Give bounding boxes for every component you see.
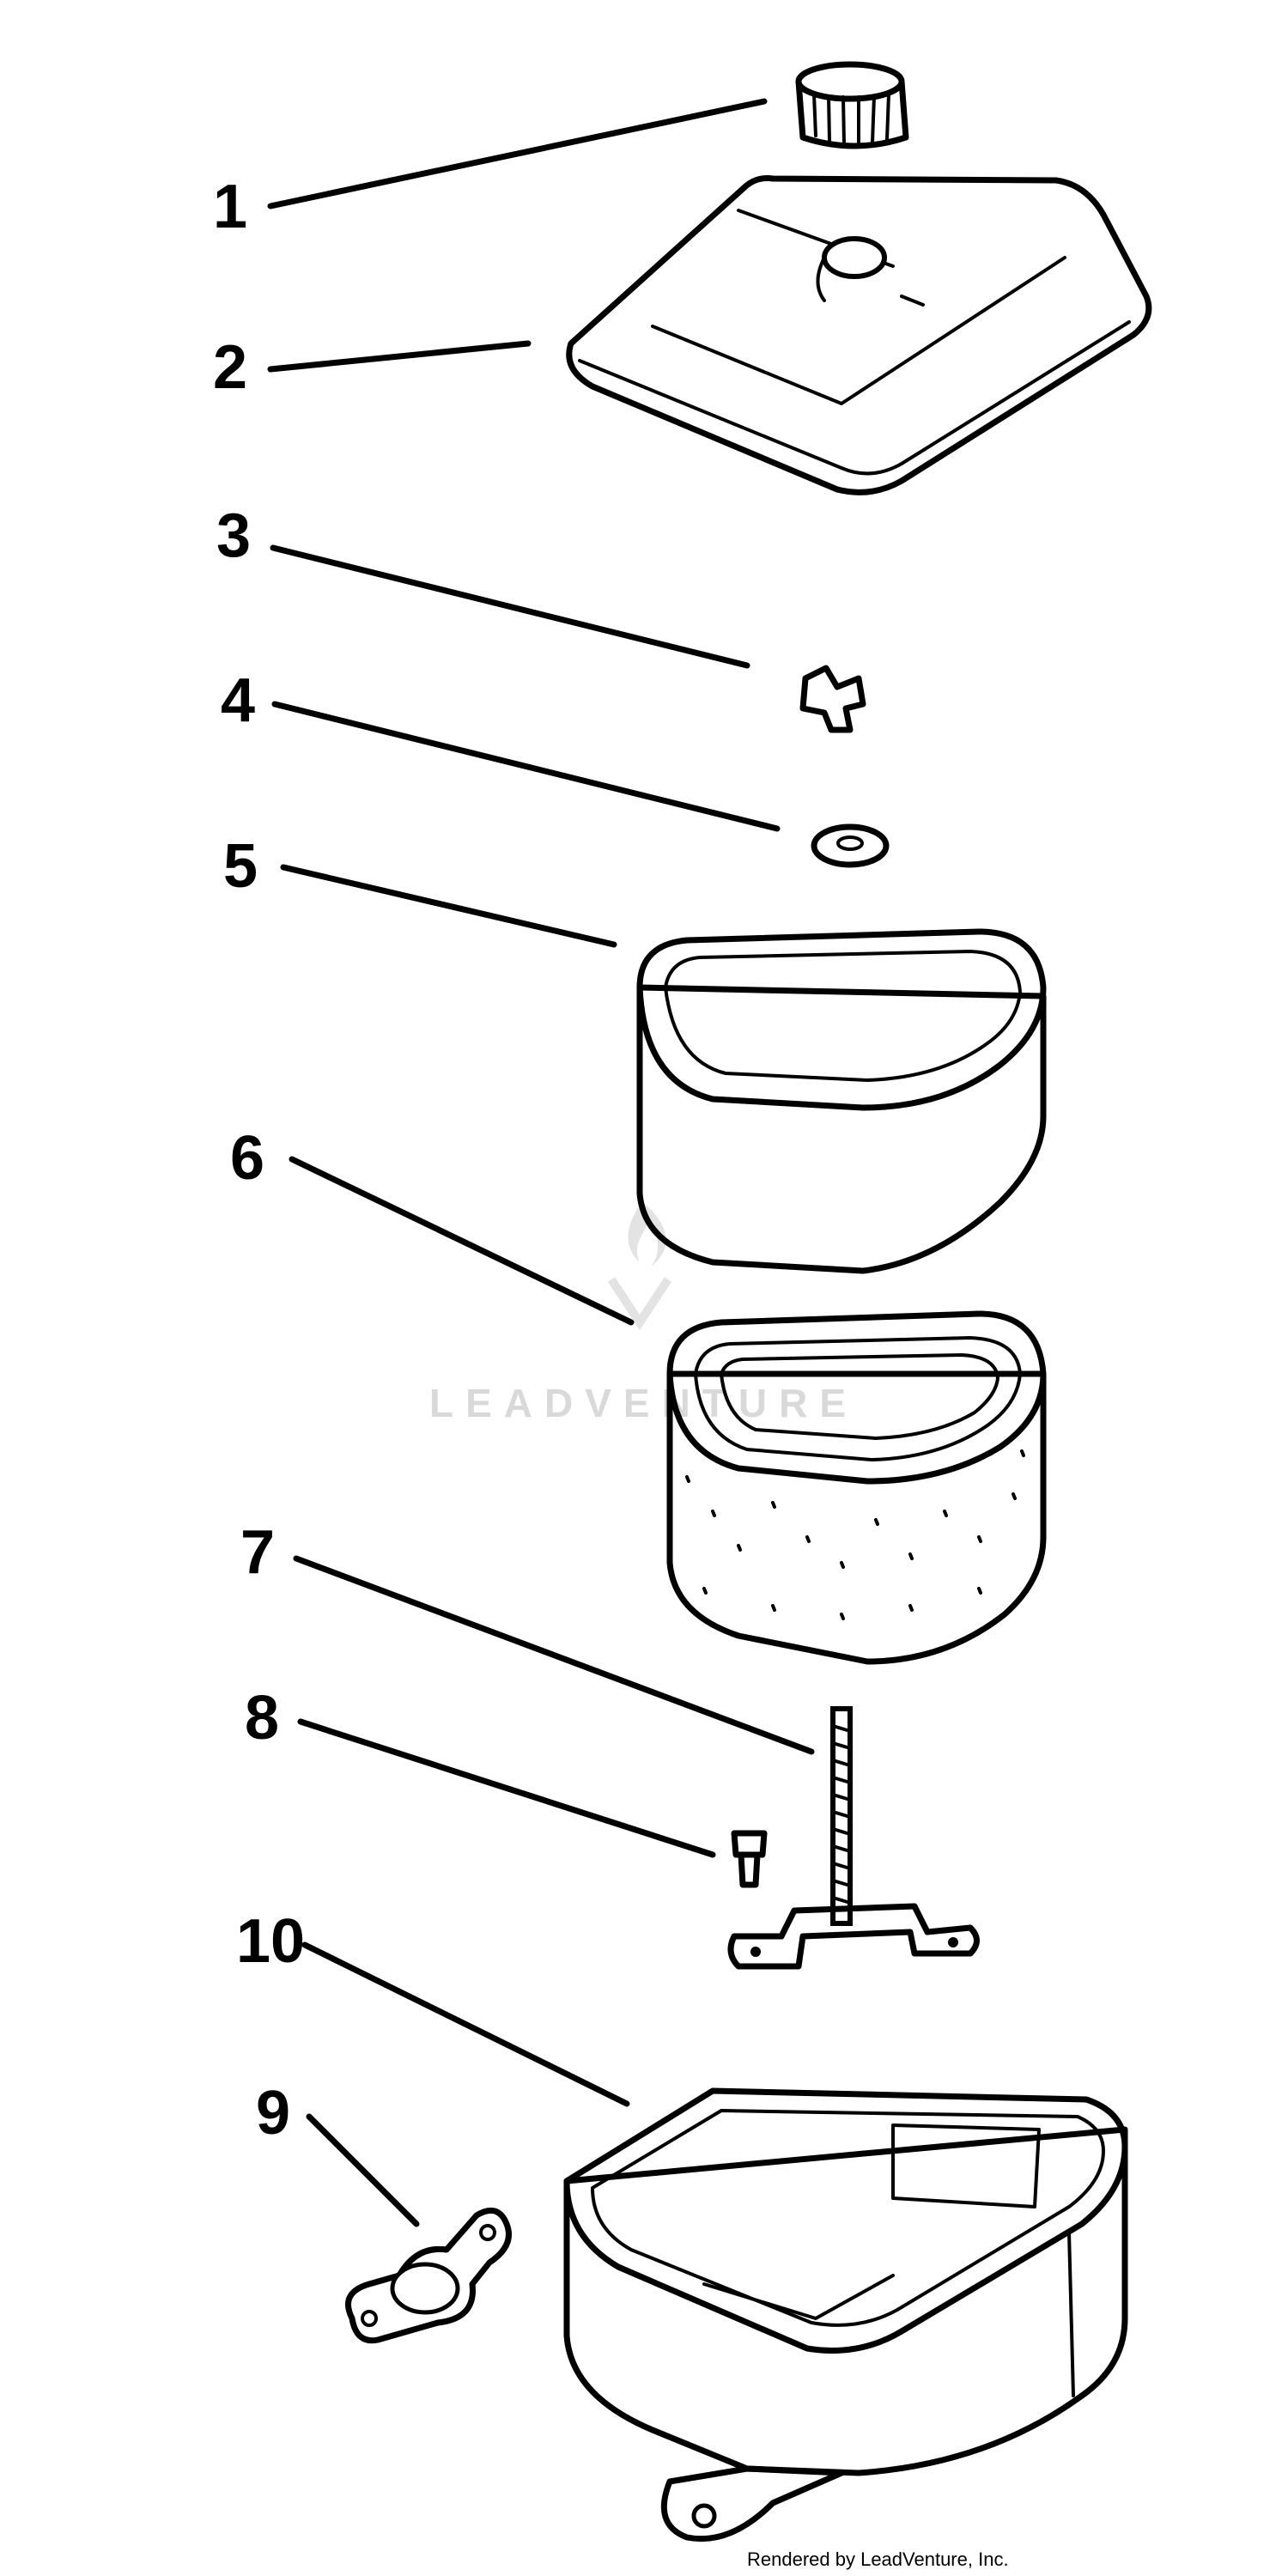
- credit-text: Rendered by LeadVenture, Inc.: [747, 2549, 1009, 2570]
- leader-5: [280, 864, 617, 948]
- part-9-gasket: [345, 2207, 512, 2344]
- part-3-wing-nut: [799, 665, 866, 733]
- callout-1: 1: [213, 173, 247, 241]
- leader-8: [297, 1718, 716, 1858]
- watermark-flame-icon: [628, 1202, 666, 1267]
- part-10-base: [563, 2087, 1128, 2543]
- part-6-filter-element: [666, 1310, 1047, 1665]
- callout-7: 7: [240, 1518, 275, 1587]
- part-4-washer: [811, 823, 890, 868]
- callout-9: 9: [256, 2079, 290, 2148]
- callout-10: 10: [236, 1907, 305, 1976]
- leader-6: [289, 1156, 635, 1326]
- callout-4: 4: [221, 666, 255, 735]
- watermark: LEADVENTURE: [429, 1202, 858, 1425]
- leader-3: [270, 544, 750, 669]
- leader-1: [267, 98, 768, 210]
- part-2-cover: [566, 175, 1152, 495]
- callout-8: 8: [245, 1684, 279, 1753]
- callout-6: 6: [230, 1124, 264, 1193]
- watermark-v-icon: [607, 1277, 672, 1331]
- leader-4: [271, 701, 781, 832]
- leader-7: [293, 1555, 815, 1755]
- callout-2: 2: [213, 333, 247, 402]
- part-5-precleaner: [636, 928, 1047, 1274]
- callout-3: 3: [216, 501, 251, 570]
- part-1-knob: [795, 61, 909, 149]
- leader-2: [267, 340, 532, 373]
- part-7-stud-bracket: [727, 1706, 980, 1970]
- leader-10: [301, 1941, 630, 2107]
- watermark-text: LEADVENTURE: [429, 1381, 858, 1425]
- leader-9: [306, 2113, 420, 2227]
- callout-5: 5: [223, 832, 258, 901]
- part-8-screw: [731, 1830, 768, 1888]
